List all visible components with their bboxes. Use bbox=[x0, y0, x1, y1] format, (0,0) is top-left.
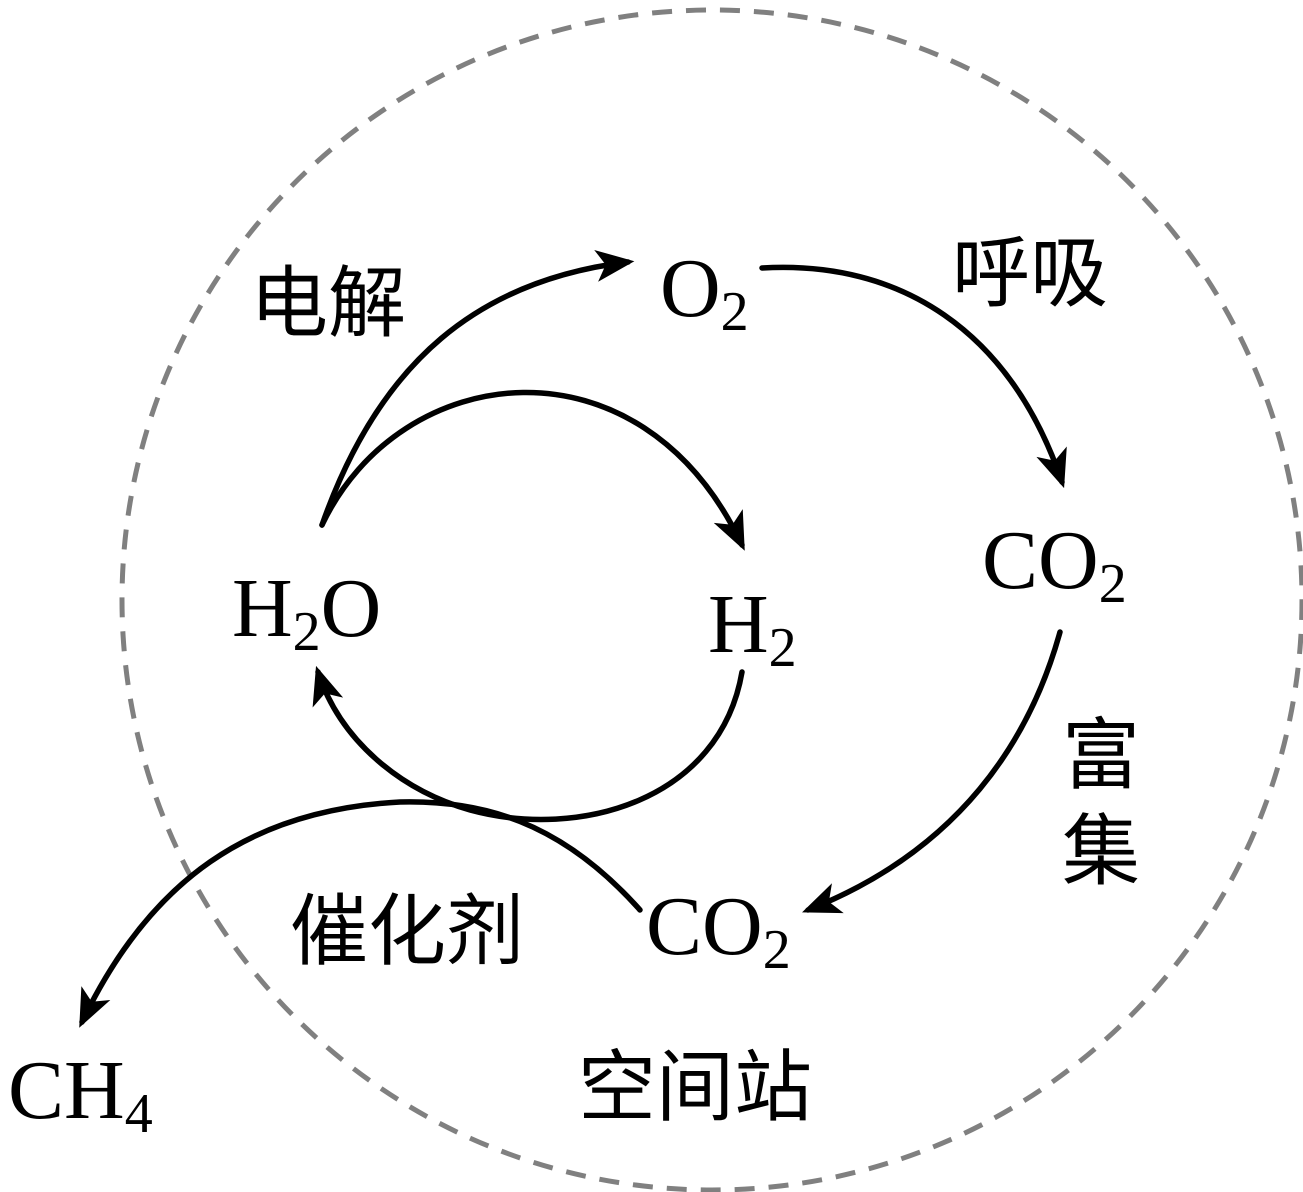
label-enrichment-1: 富 bbox=[1062, 711, 1140, 801]
arrow-h2o-to-h2 bbox=[319, 389, 745, 551]
label-enrichment-2: 集 bbox=[1062, 807, 1140, 897]
space-station-boundary bbox=[119, 7, 1303, 1192]
arrow-to-ch4 bbox=[79, 799, 643, 1028]
species-o2: O2 bbox=[660, 242, 749, 343]
arrow-h2o-to-o2 bbox=[319, 249, 635, 528]
arrow-o2-to-co2 bbox=[759, 264, 1067, 489]
species-h2: H2 bbox=[708, 578, 797, 679]
label-electrolysis: 电解 bbox=[250, 259, 406, 349]
label-respiration: 呼吸 bbox=[952, 229, 1108, 319]
label-catalyst: 催化剂 bbox=[290, 887, 524, 977]
species-h2o: H2O bbox=[232, 562, 381, 663]
species-co2-top: CO2 bbox=[982, 514, 1127, 615]
arrow-to-h2o bbox=[312, 665, 745, 823]
label-space-station: 空间站 bbox=[578, 1043, 812, 1133]
species-co2-bottom: CO2 bbox=[646, 880, 791, 981]
arrow-co2-enrich bbox=[802, 629, 1063, 914]
species-ch4: CH4 bbox=[8, 1044, 153, 1145]
